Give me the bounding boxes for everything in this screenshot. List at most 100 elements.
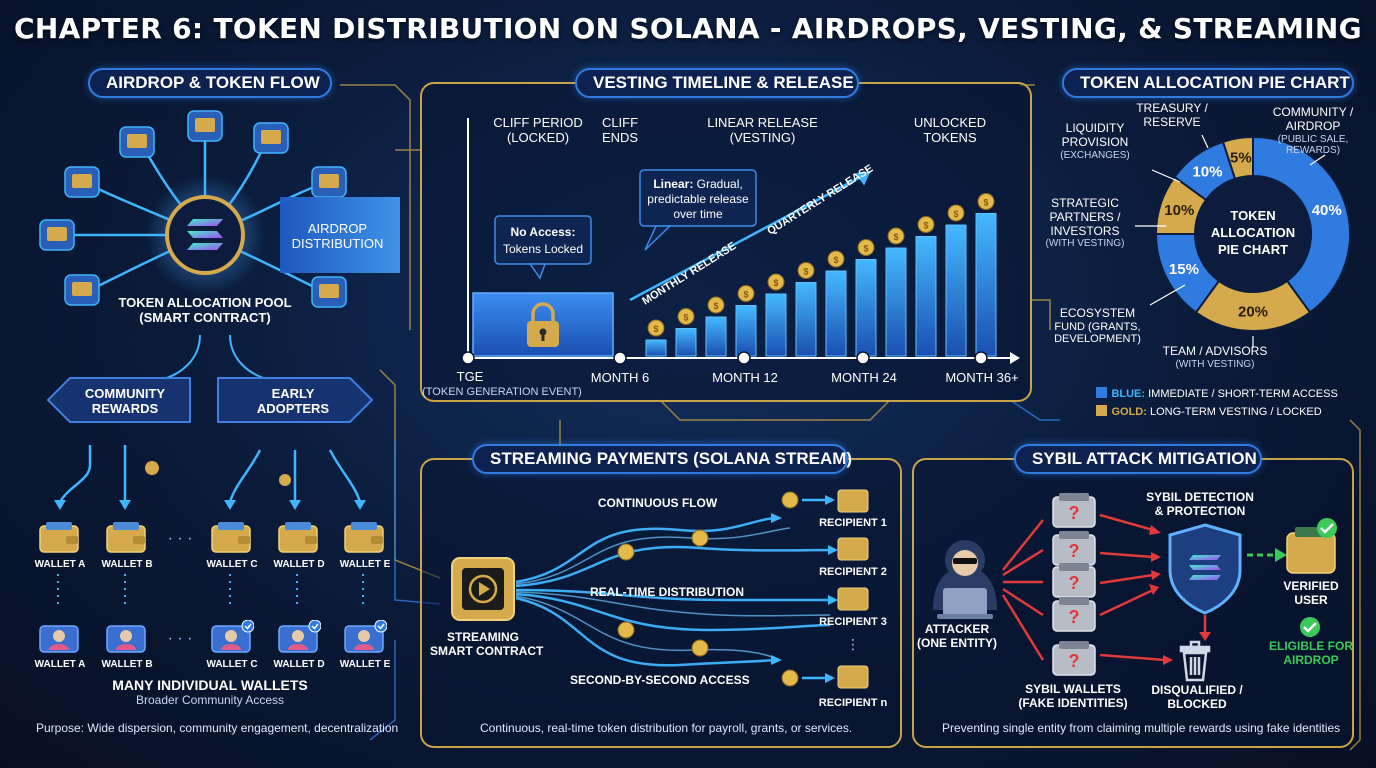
pie-legend-gold: GOLD: LONG-TERM VESTING / LOCKED bbox=[1096, 402, 1322, 420]
unlocked-tokens-label: UNLOCKED TOKENS bbox=[900, 115, 1000, 146]
vesting-bar bbox=[825, 270, 847, 357]
top-wallet-1: WALLET B bbox=[101, 520, 153, 570]
disqualified-label: DISQUALIFIED / BLOCKED bbox=[1142, 683, 1252, 712]
callout-community-line1: COMMUNITY / bbox=[1272, 105, 1354, 119]
sybil-wallet-flap bbox=[1059, 641, 1089, 649]
streaming-contract-label-line2: SMART CONTRACT bbox=[430, 643, 544, 658]
bottom-wallet-0: WALLET A bbox=[35, 620, 85, 670]
disqualified-label-line1: DISQUALIFIED / bbox=[1151, 683, 1243, 697]
cliff-ends-label-line2: ENDS bbox=[601, 129, 639, 145]
sybil-caption: Preventing single entity from claiming m… bbox=[942, 721, 1341, 735]
callout-strategic-line3: INVESTORS bbox=[1050, 223, 1120, 238]
pie-slice-label: 40% bbox=[1312, 202, 1342, 219]
token-pool-label-line2: (SMART CONTRACT) bbox=[139, 309, 271, 325]
sybil-diagram: ????? bbox=[933, 493, 1337, 682]
top-wallet-3: WALLET D bbox=[273, 520, 325, 570]
pie-slice-label: 10% bbox=[1164, 202, 1194, 219]
callout-liquidity-line1: LIQUIDITY bbox=[1065, 121, 1125, 135]
month-12-label: MONTH 12 bbox=[712, 370, 778, 385]
verified-user-label: VERIFIED USER bbox=[1276, 579, 1346, 608]
tge-label: TGE bbox=[456, 369, 484, 384]
sybil-header: SYBIL ATTACK MITIGATION bbox=[1014, 444, 1262, 474]
bottom-wallet-label: WALLET B bbox=[101, 659, 153, 670]
pie-center-text-3: PIE CHART bbox=[1218, 242, 1288, 257]
user-wallet-icon bbox=[106, 625, 146, 653]
airdrop-arrow-label-line2: DISTRIBUTION bbox=[291, 235, 384, 251]
airdrop-hub-diagram bbox=[39, 110, 400, 308]
legend-gold-text: LONG-TERM VESTING / LOCKED bbox=[1146, 406, 1322, 418]
legend-gold-key: GOLD: bbox=[1111, 406, 1147, 418]
community-rewards-label-line2: REWARDS bbox=[91, 400, 159, 416]
vesting-bar bbox=[765, 293, 787, 357]
group-arrows bbox=[46, 334, 374, 423]
vesting-bar bbox=[915, 236, 937, 357]
sybil-wallet-flap bbox=[1059, 597, 1089, 605]
user-wallet-icon bbox=[344, 619, 388, 653]
broader-community-label: Broader Community Access bbox=[135, 693, 285, 707]
airdrop-arrow-label: AIRDROP DISTRIBUTION bbox=[280, 221, 395, 252]
recipient-3-label: RECIPIENT 3 bbox=[819, 616, 887, 628]
token-pool-label-line1: TOKEN ALLOCATION POOL bbox=[118, 295, 292, 310]
attacker-icon bbox=[933, 540, 997, 619]
coin-icon bbox=[797, 262, 815, 279]
attacker-label-line2: (ONE ENTITY) bbox=[917, 635, 997, 650]
sybil-wallet-flap bbox=[1059, 493, 1089, 501]
wallet-icon bbox=[344, 522, 384, 553]
vesting-bar bbox=[735, 305, 757, 357]
top-wallet-4: WALLET E bbox=[340, 520, 390, 570]
trash-icon bbox=[1179, 640, 1211, 682]
callout-community-line4: REWARDS) bbox=[1285, 145, 1341, 157]
recipient-2-label: RECIPIENT 2 bbox=[819, 566, 887, 578]
linear-bubble-text-1: Gradual, bbox=[693, 177, 742, 191]
no-access-text-2: Tokens Locked bbox=[503, 242, 583, 256]
recipient-1-label: RECIPIENT 1 bbox=[819, 517, 887, 529]
vesting-bar bbox=[855, 259, 877, 357]
bottom-wallet-2: WALLET C bbox=[206, 619, 258, 670]
early-adopters-label-line2: ADOPTERS bbox=[256, 400, 330, 416]
question-mark: ? bbox=[1069, 607, 1080, 627]
monthly-release-label: MONTHLY RELEASE bbox=[640, 240, 738, 308]
coin-icon bbox=[887, 227, 905, 245]
top-wallet-label: WALLET A bbox=[34, 559, 86, 570]
bottom-wallet-label: WALLET D bbox=[273, 659, 325, 670]
coin-glyph: $ bbox=[713, 301, 718, 311]
wallet-icon bbox=[278, 522, 318, 553]
shield-icon bbox=[1168, 523, 1242, 615]
continuous-flow-label: CONTINUOUS FLOW bbox=[597, 496, 718, 510]
linear-release-label-line1: LINEAR RELEASE bbox=[707, 115, 818, 130]
early-adopters-label-line1: EARLY bbox=[271, 386, 315, 401]
top-wallet-label: WALLET E bbox=[339, 559, 391, 570]
streaming-header: STREAMING PAYMENTS (SOLANA STREAM) bbox=[472, 444, 852, 474]
callout-team: TEAM / ADVISORS (WITH VESTING) bbox=[1155, 344, 1275, 370]
callout-team-line2: (WITH VESTING) bbox=[1175, 358, 1255, 370]
cliff-period-label-line1: CLIFF PERIOD bbox=[493, 115, 583, 130]
eligible-label-line1: ELIGIBLE FOR bbox=[1269, 639, 1353, 653]
linear-bubble-line1: Linear: Gradual, bbox=[653, 177, 742, 191]
callout-treasury-line1: TREASURY / bbox=[1136, 101, 1208, 115]
eligible-label: ELIGIBLE FOR AIRDROP bbox=[1266, 639, 1356, 668]
callout-ecosystem-line1: ECOSYSTEM bbox=[1059, 306, 1136, 320]
bottom-wallet-label: WALLET E bbox=[339, 659, 391, 670]
coin-icon bbox=[707, 296, 725, 314]
question-mark: ? bbox=[1069, 651, 1080, 671]
callout-strategic: STRATEGIC PARTNERS / INVESTORS (WITH VES… bbox=[1035, 196, 1135, 250]
coin-glyph: $ bbox=[863, 244, 868, 254]
airdrop-header: AIRDROP & TOKEN FLOW bbox=[88, 68, 332, 98]
sybil-detection-label-line1: SYBIL DETECTION bbox=[1146, 490, 1254, 504]
cliff-period-label-line2: (LOCKED) bbox=[506, 129, 570, 145]
coin-icon bbox=[767, 273, 785, 291]
sybil-wallet-flap bbox=[1059, 563, 1089, 571]
callout-liquidity-line2: PROVISION bbox=[1061, 134, 1129, 149]
early-adopters-label: EARLY ADOPTERS bbox=[238, 386, 348, 417]
bottom-wallet-label: WALLET A bbox=[34, 659, 86, 670]
callout-community-line2: AIRDROP bbox=[1285, 118, 1341, 133]
vesting-bar bbox=[975, 213, 997, 357]
airdrop-purpose-caption: Purpose: Wide dispersion, community enga… bbox=[36, 721, 399, 735]
second-access-label: SECOND-BY-SECOND ACCESS bbox=[570, 673, 750, 687]
callout-ecosystem: ECOSYSTEM FUND (GRANTS, DEVELOPMENT) bbox=[1050, 306, 1145, 346]
linear-bubble-text-2: predictable release bbox=[647, 192, 749, 206]
legend-gold-swatch bbox=[1096, 405, 1107, 417]
wallet-dotted-connectors bbox=[57, 574, 364, 608]
coin-glyph: $ bbox=[773, 278, 778, 288]
coin-glyph: $ bbox=[983, 198, 988, 208]
